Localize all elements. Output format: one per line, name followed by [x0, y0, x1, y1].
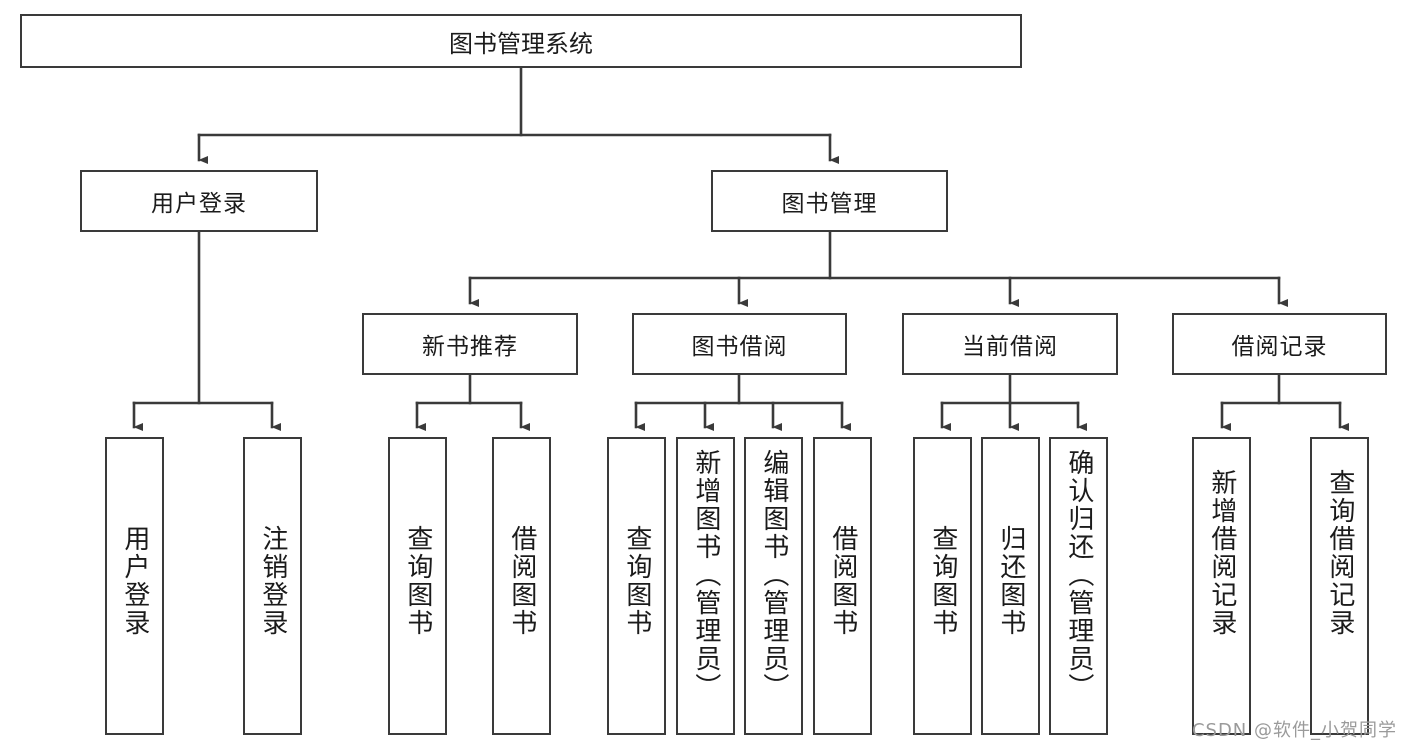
node-leaf-user-login[interactable]: 用户登录	[105, 437, 164, 735]
node-current-borrow[interactable]: 当前借阅	[902, 313, 1118, 375]
node-leaf-query-borrow-record[interactable]: 查询借阅记录	[1310, 437, 1369, 735]
node-leaf-query-book-1[interactable]: 查询图书	[388, 437, 447, 735]
node-label: 注销登录	[257, 525, 288, 637]
node-label: 归还图书	[995, 525, 1026, 637]
node-leaf-add-borrow-record[interactable]: 新增借阅记录	[1192, 437, 1251, 735]
node-label: 确认归还（管理员）	[1063, 449, 1094, 701]
node-label: 查询借阅记录	[1324, 469, 1355, 637]
node-leaf-query-book-3[interactable]: 查询图书	[913, 437, 972, 735]
node-borrow-record[interactable]: 借阅记录	[1172, 313, 1387, 375]
node-book-borrow[interactable]: 图书借阅	[632, 313, 847, 375]
node-leaf-query-book-2[interactable]: 查询图书	[607, 437, 666, 735]
node-label: 查询图书	[927, 525, 958, 637]
node-label: 查询图书	[621, 525, 652, 637]
node-leaf-confirm-return-admin[interactable]: 确认归还（管理员）	[1049, 437, 1108, 735]
node-leaf-add-book-admin[interactable]: 新增图书（管理员）	[676, 437, 735, 735]
node-label: 新增借阅记录	[1206, 469, 1237, 637]
node-leaf-return-book[interactable]: 归还图书	[981, 437, 1040, 735]
node-label: 编辑图书（管理员）	[758, 449, 789, 701]
node-label: 借阅记录	[1231, 334, 1328, 360]
node-book-management[interactable]: 图书管理	[711, 170, 948, 232]
node-root-system[interactable]: 图书管理系统	[20, 14, 1022, 68]
node-label: 当前借阅	[962, 334, 1058, 360]
node-label: 新增图书（管理员）	[690, 449, 721, 701]
node-label: 借阅图书	[827, 525, 858, 637]
node-leaf-logout[interactable]: 注销登录	[243, 437, 302, 735]
node-label: 借阅图书	[506, 525, 537, 637]
node-leaf-edit-book-admin[interactable]: 编辑图书（管理员）	[744, 437, 803, 735]
node-label: 用户登录	[119, 525, 150, 637]
node-label: 新书推荐	[422, 334, 518, 360]
node-leaf-borrow-book-1[interactable]: 借阅图书	[492, 437, 551, 735]
node-leaf-borrow-book-2[interactable]: 借阅图书	[813, 437, 872, 735]
node-new-book-recommend[interactable]: 新书推荐	[362, 313, 578, 375]
node-label: 图书管理系统	[449, 29, 593, 58]
watermark-credit: CSDN @软件_小贺同学	[1191, 720, 1397, 741]
node-label: 图书管理	[781, 191, 878, 217]
node-label: 查询图书	[402, 525, 433, 637]
node-label: 图书借阅	[691, 334, 788, 360]
node-label: 用户登录	[151, 191, 247, 217]
node-user-login[interactable]: 用户登录	[80, 170, 318, 232]
